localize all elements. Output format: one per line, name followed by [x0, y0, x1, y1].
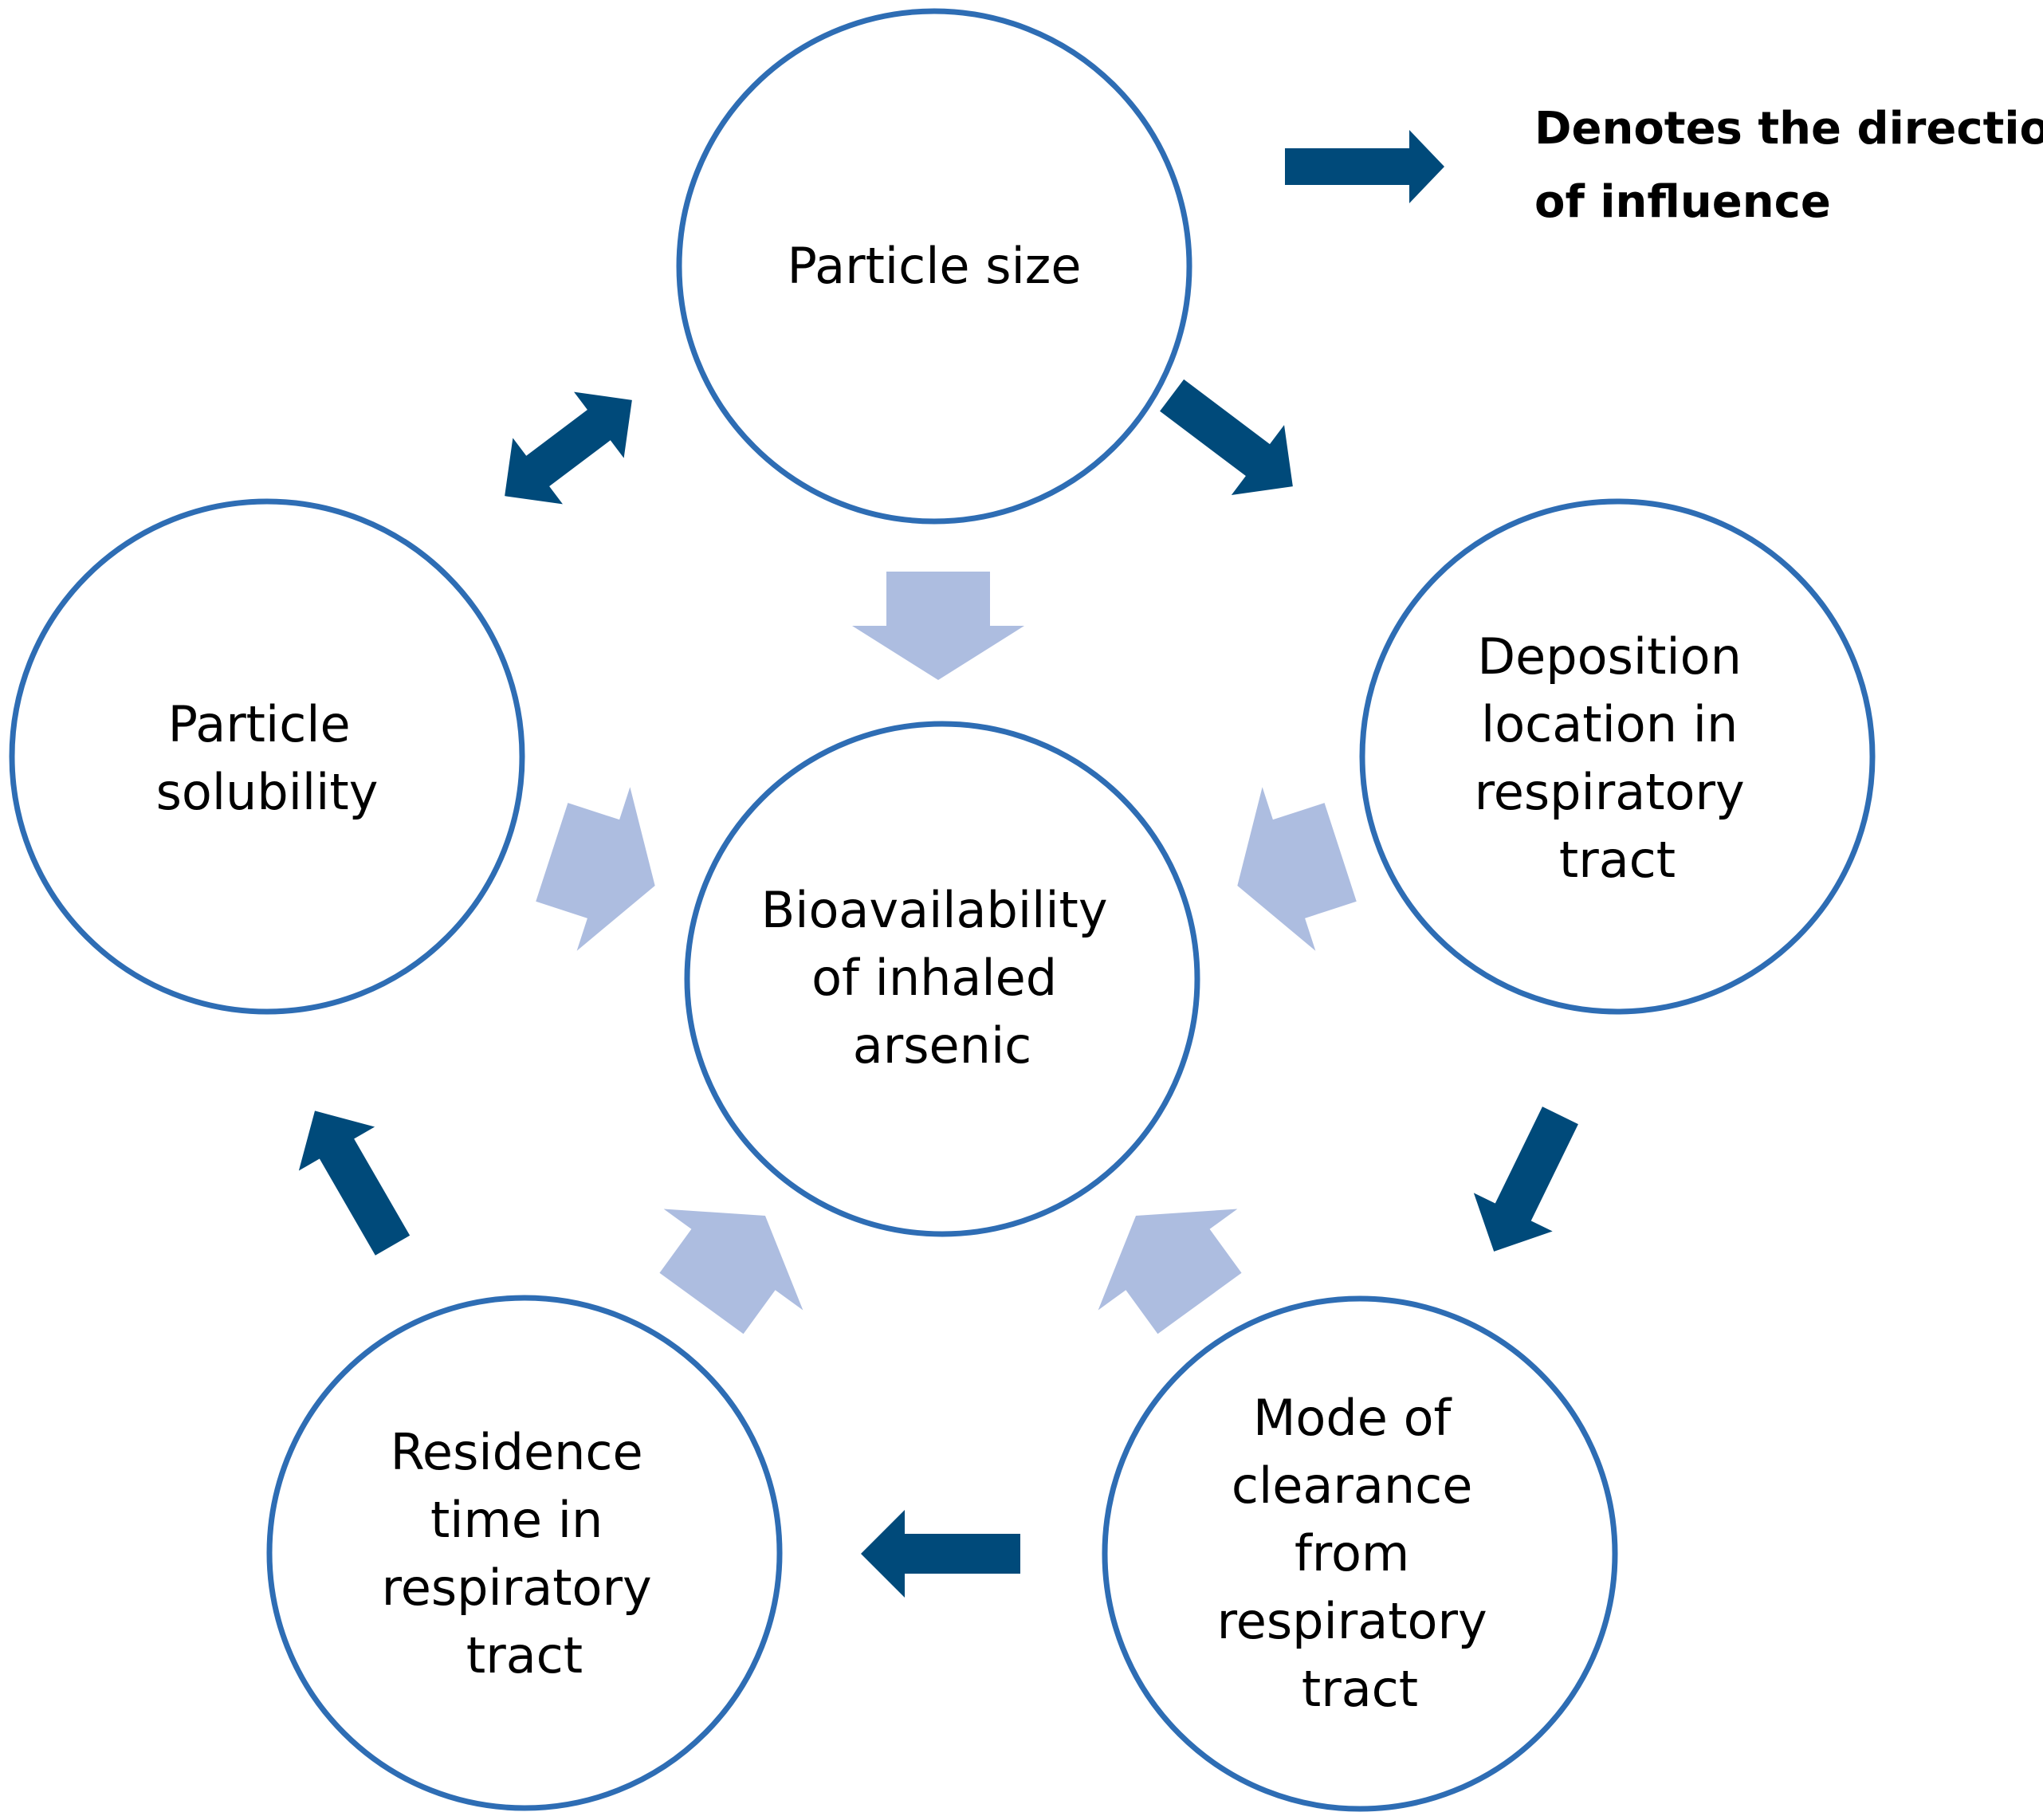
cycle-arrows	[298, 379, 1578, 1598]
arrow-clearance-to-bioavailability	[1098, 1209, 1242, 1335]
node-particle-solubility: Particle solubility	[9, 498, 525, 1015]
node-label-line: Particle size	[787, 237, 1081, 295]
node-label-line: Deposition	[1477, 627, 1741, 686]
node-label-line: Particle	[168, 695, 351, 753]
arrow-deposition-to-clearance	[1473, 1107, 1578, 1252]
arrow-size-solubility-bidirectional	[505, 391, 632, 505]
arrow-residence-to-solubility	[298, 1110, 411, 1256]
node-label-line: tract	[1559, 831, 1676, 889]
node-label-line: arsenic	[853, 1016, 1032, 1075]
svg-text:Particle solubility: Particle solubility	[156, 695, 379, 821]
node-label-line: location in	[1481, 695, 1738, 753]
node-label-line: respiratory	[1217, 1592, 1487, 1650]
node-mode-of-clearance: Mode of clearance from respiratory tract	[1102, 1295, 1618, 1812]
node-residence-time: Residence time in respiratory tract	[266, 1295, 783, 1811]
node-label-line: Residence	[391, 1423, 643, 1481]
arrow-size-to-bioavailability	[852, 572, 1024, 680]
node-label-line: respiratory	[382, 1559, 652, 1617]
node-label-line: from	[1295, 1524, 1409, 1582]
arrow-solubility-to-bioavailability	[536, 787, 655, 951]
legend: Denotes the direction of influence	[1285, 103, 2043, 228]
arrow-residence-to-bioavailability	[659, 1209, 803, 1335]
node-bioavailability: Bioavailability of inhaled arsenic	[684, 721, 1200, 1237]
node-label-line: clearance	[1232, 1456, 1472, 1515]
node-label-line: respiratory	[1475, 763, 1745, 821]
center-arrows	[536, 572, 1357, 1335]
legend-label-line: of influence	[1534, 176, 1831, 228]
arrow-deposition-to-bioavailability	[1237, 787, 1357, 951]
node-label-line: time in	[430, 1491, 603, 1549]
arrow-size-to-deposition	[1160, 379, 1293, 496]
node-deposition-location: Deposition location in respiratory tract	[1359, 498, 1876, 1015]
svg-text:Bioavailability of inhal: Bioavailability of inhaled arsenic	[761, 881, 1124, 1075]
svg-text:Mode of clearance: Mode of clearance from respiratory tract	[1217, 1389, 1503, 1718]
svg-text:Denotes the direction of: Denotes the direction of influence	[1534, 103, 2043, 228]
svg-text:Residence time in: Residence time in respiratory tract	[382, 1423, 668, 1684]
svg-text:Particle size: Particle size	[787, 237, 1081, 295]
node-label-line: Bioavailability	[761, 881, 1108, 939]
legend-label-line: Denotes the direction	[1534, 103, 2043, 155]
arrow-clearance-to-residence	[861, 1510, 1020, 1598]
node-label-line: Mode of	[1253, 1389, 1453, 1447]
node-label-line: of inhaled	[811, 949, 1057, 1007]
node-label-line: tract	[1302, 1660, 1418, 1718]
node-particle-size: Particle size	[676, 8, 1192, 525]
svg-text:Deposition location in: Deposition location in respiratory tract	[1475, 627, 1761, 889]
node-label-line: tract	[466, 1626, 583, 1684]
legend-arrow-icon	[1285, 130, 1444, 203]
node-label-line: solubility	[156, 763, 379, 821]
